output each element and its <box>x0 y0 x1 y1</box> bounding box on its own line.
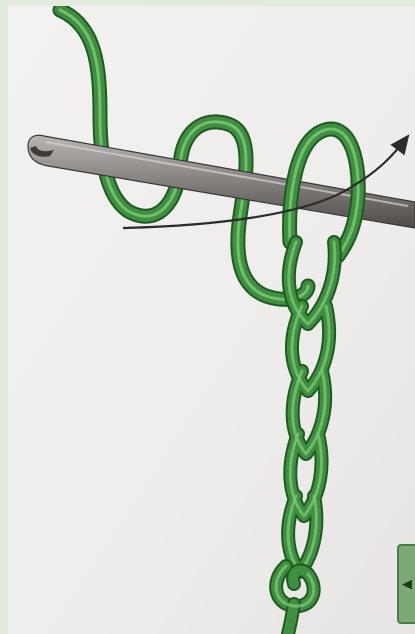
previous-tab-button[interactable]: ◀ <box>397 544 415 624</box>
crochet-illustration <box>8 6 415 634</box>
chevron-left-icon: ◀ <box>402 578 412 591</box>
paper-background <box>8 6 415 634</box>
